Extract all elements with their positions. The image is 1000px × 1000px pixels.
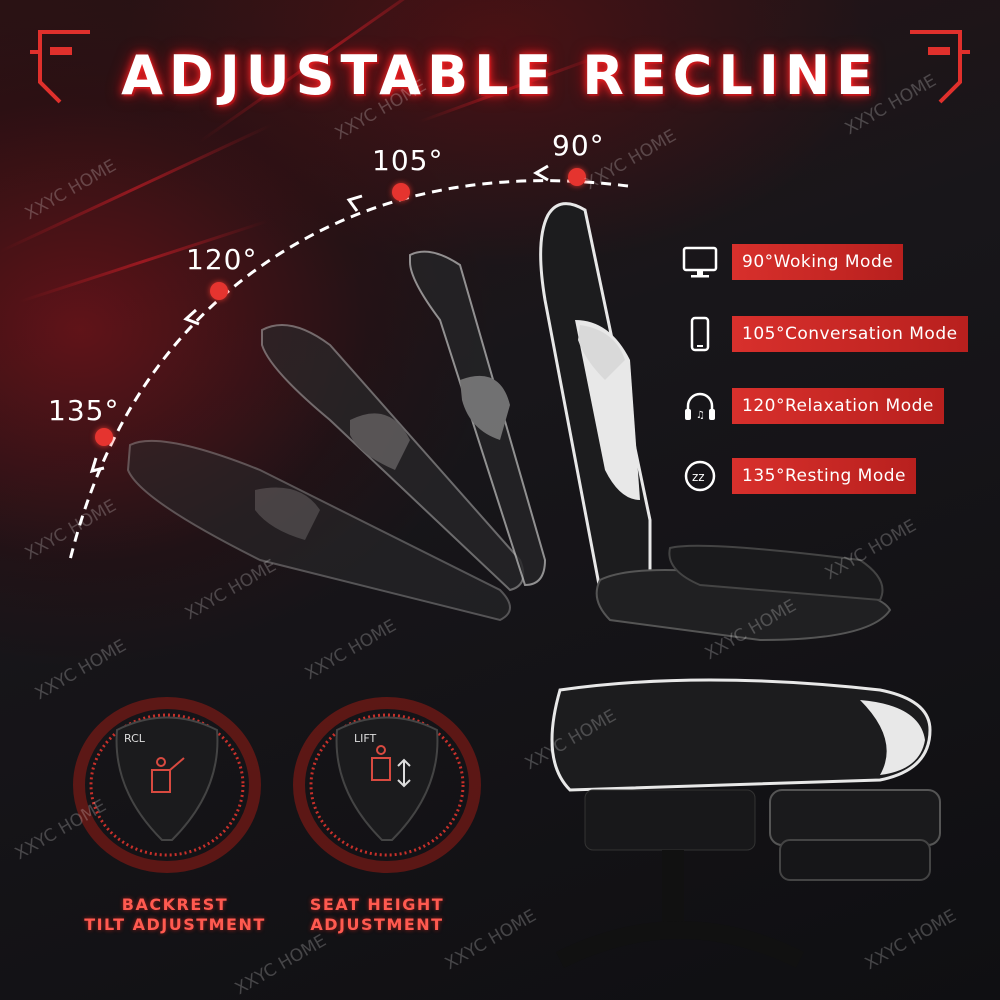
caption-line: ADJUSTMENT	[310, 915, 444, 934]
caption-line: SEAT HEIGHT	[309, 895, 445, 914]
angle-label-90: 90°	[552, 129, 605, 162]
title-frame	[30, 30, 970, 104]
lift-caption: SEAT HEIGHT ADJUSTMENT	[282, 895, 472, 935]
backrest-knob: RCL	[73, 697, 261, 873]
angle-marker-105	[392, 183, 410, 201]
mode-label: 135°Resting Mode	[732, 458, 916, 494]
svg-text:♫: ♫	[696, 410, 705, 421]
knob-tag: RCL	[124, 732, 146, 745]
sleep-icon: zz	[684, 460, 716, 492]
knob-tag: LIFT	[354, 732, 377, 745]
headphones-icon: ♫	[685, 392, 715, 421]
monitor-icon	[682, 246, 718, 278]
mode-label: 120°Relaxation Mode	[732, 388, 944, 424]
mode-label: 105°Conversation Mode	[732, 316, 968, 352]
svg-text:zz: zz	[692, 470, 705, 484]
angle-marker-135	[95, 428, 113, 446]
caption-line: TILT ADJUSTMENT	[84, 915, 266, 934]
angle-marker-120	[210, 282, 228, 300]
lift-knob: LIFT	[293, 697, 481, 873]
angle-label-105: 105°	[372, 144, 444, 177]
page-title: ADJUSTABLE RECLINE	[121, 44, 879, 107]
phone-icon	[690, 316, 710, 352]
angle-label-135: 135°	[48, 394, 120, 427]
backrest-caption: BACKREST TILT ADJUSTMENT	[60, 895, 290, 935]
mode-label: 90°Woking Mode	[732, 244, 904, 280]
caption-line: BACKREST	[121, 895, 229, 914]
angle-marker-90	[568, 168, 586, 186]
angle-label-120: 120°	[186, 243, 258, 276]
